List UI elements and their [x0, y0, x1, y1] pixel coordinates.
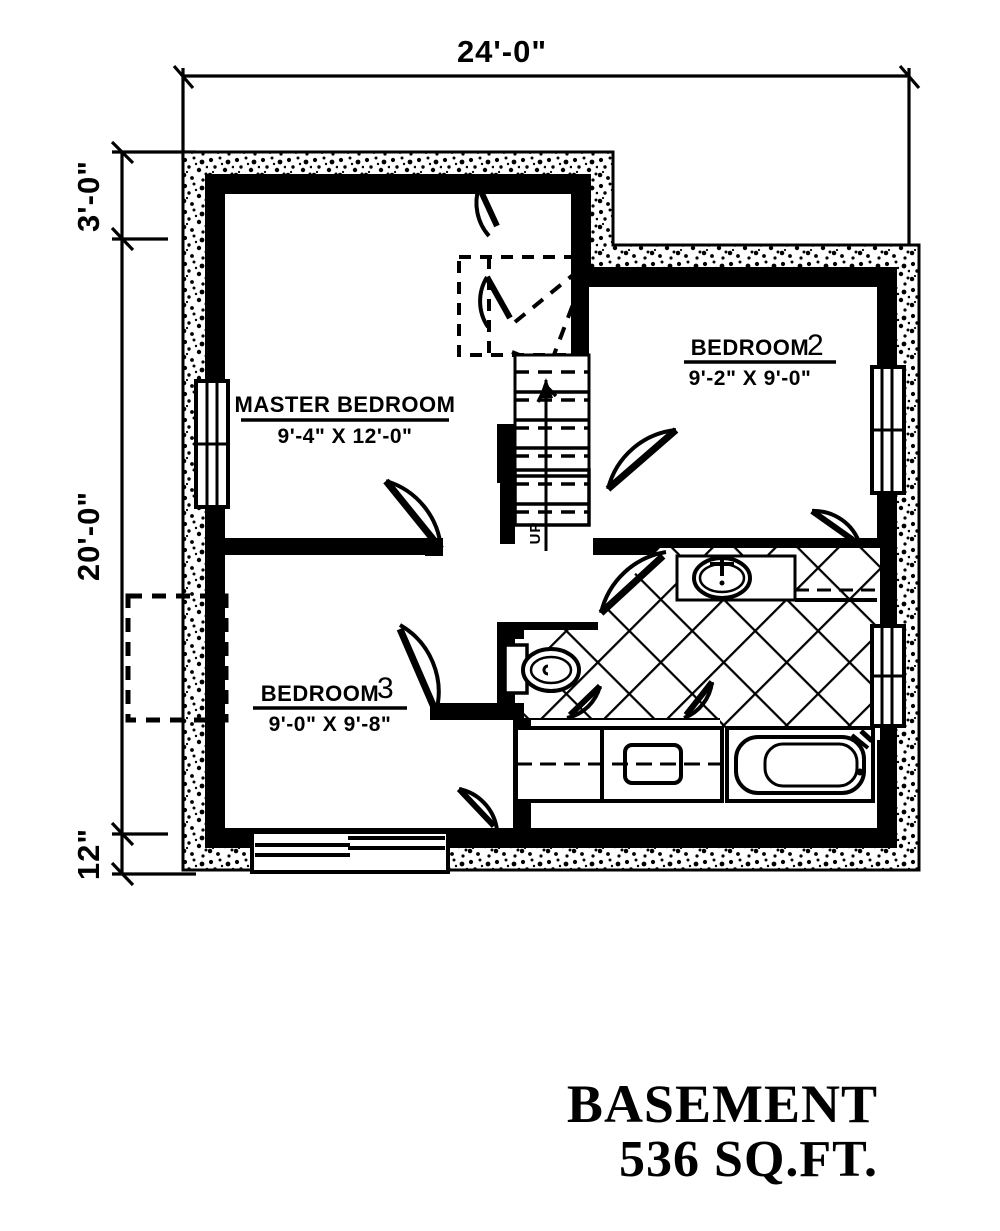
room-size-bedroom-2: 9'-2" X 9'-0" — [689, 367, 812, 390]
dimension-left-top: 3'-0" — [71, 160, 106, 232]
room-name-bedroom-3: BEDROOM — [261, 681, 379, 706]
plan-title-block: BASEMENT 536 SQ.FT. — [567, 1074, 878, 1188]
door-hall-right-upper — [605, 427, 679, 492]
sink-fixture — [675, 554, 797, 602]
room-number-bedroom-3: 3 — [377, 672, 394, 705]
dimension-lines — [110, 64, 921, 887]
plan-area-label: 536 SQ.FT. — [619, 1131, 878, 1188]
door-bedroom2 — [810, 508, 862, 546]
room-size-master-bedroom: 9'-4" X 12'-0" — [278, 425, 413, 448]
door-hall-to-bedroom3 — [396, 623, 441, 714]
windows — [194, 365, 906, 874]
door-master-top — [474, 185, 500, 238]
window-right-bath — [870, 624, 906, 728]
doors — [383, 185, 862, 831]
room-label-master-bedroom: MASTER BEDROOM 9'-4" X 12'-0" — [235, 392, 456, 448]
plan-title: BASEMENT — [567, 1074, 878, 1134]
room-label-bedroom-2: BEDROOM 2 9'-2" X 9'-0" — [684, 329, 836, 390]
window-right-bedroom2 — [870, 365, 906, 495]
room-number-bedroom-2: 2 — [807, 329, 824, 362]
window-bottom-slider — [250, 830, 450, 874]
room-name-bedroom-2: BEDROOM — [691, 335, 809, 360]
dimension-left-middle: 20'-0" — [71, 491, 106, 581]
stair-up-label: UP — [527, 522, 544, 545]
bathtub-fixture — [725, 726, 875, 803]
window-left-master — [194, 379, 230, 509]
door-closet — [478, 275, 513, 329]
door-hall-to-master — [383, 478, 444, 552]
plan-canvas: 24'-0" 3'-0" 20'-0" 12" — [71, 34, 921, 1188]
toilet-fixture — [503, 643, 581, 695]
door-bedroom3-lower — [456, 786, 499, 831]
vanity-cabinet — [514, 726, 724, 803]
staircase — [513, 353, 591, 551]
foundation-wall-hatch — [181, 150, 921, 872]
door-tub-area — [683, 680, 715, 720]
window-well — [125, 593, 229, 723]
linen-closet — [795, 588, 877, 602]
door-toilet — [566, 683, 603, 720]
central-hall-floor — [445, 483, 500, 545]
dimension-overall-width: 24'-0" — [457, 34, 547, 69]
room-name-master-bedroom: MASTER BEDROOM — [235, 392, 456, 417]
room-size-bedroom-3: 9'-0" X 9'-8" — [269, 713, 392, 736]
dimension-left-bottom: 12" — [71, 828, 106, 880]
door-hall-to-bath — [598, 550, 667, 616]
room-label-bedroom-3: BEDROOM 3 9'-0" X 9'-8" — [253, 672, 407, 736]
